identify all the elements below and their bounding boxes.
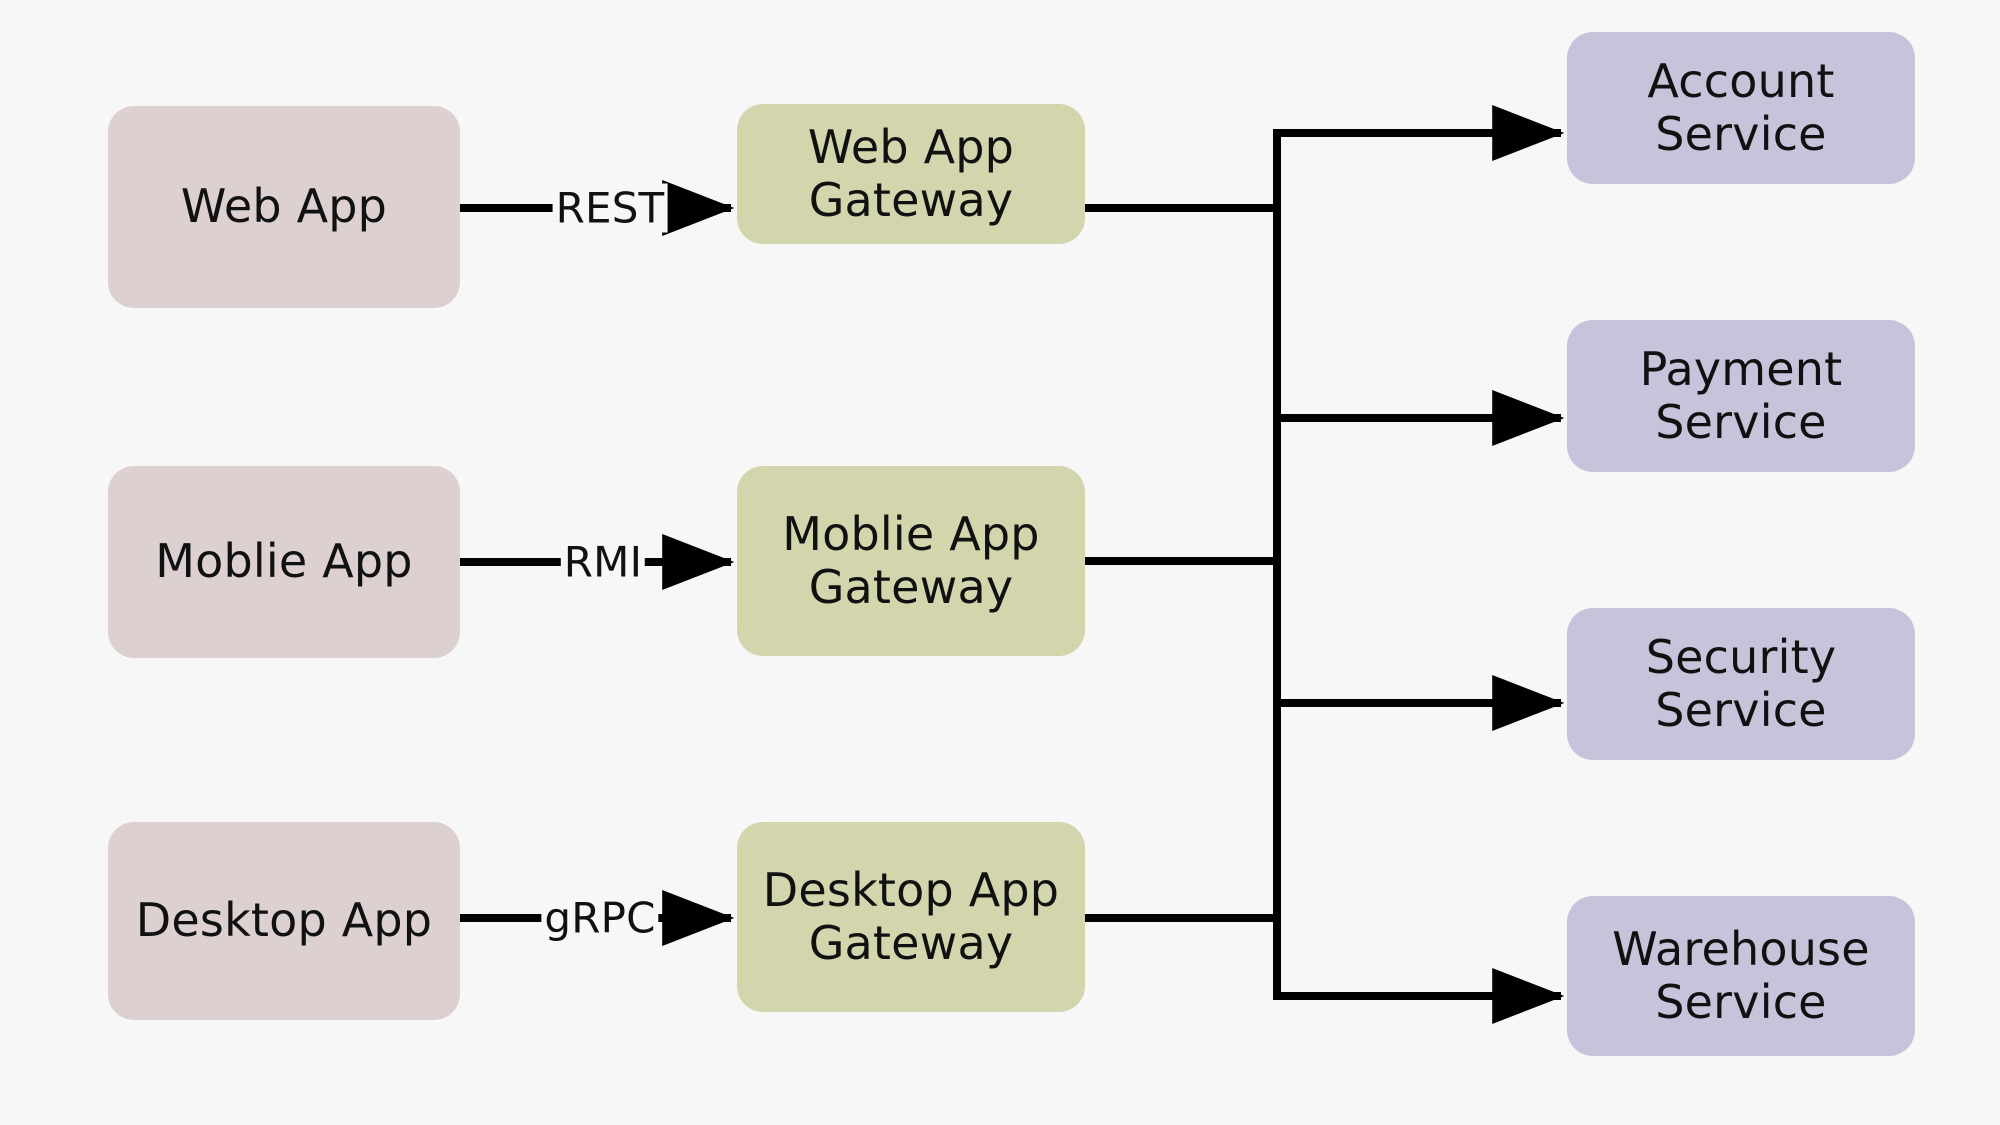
node-desktop-app[interactable]: Desktop App: [108, 822, 460, 1020]
edge-label-grpc: gRPC: [541, 893, 659, 943]
node-mobile-app-gateway[interactable]: Moblie App Gateway: [737, 466, 1085, 656]
node-warehouse-service[interactable]: Warehouse Service: [1567, 896, 1915, 1056]
edge-label-rest: REST: [552, 183, 668, 233]
node-account-service-label: Account Service: [1647, 53, 1835, 161]
node-web-app[interactable]: Web App: [108, 106, 460, 308]
node-payment-service[interactable]: Payment Service: [1567, 320, 1915, 472]
node-web-app-label: Web App: [180, 179, 388, 234]
node-desktop-app-label: Desktop App: [135, 893, 433, 948]
node-payment-service-label: Payment Service: [1639, 341, 1843, 449]
node-web-app-gateway[interactable]: Web App Gateway: [737, 104, 1085, 244]
node-mobile-app-gateway-label: Moblie App Gateway: [782, 506, 1040, 614]
node-security-service-label: Security Service: [1645, 629, 1837, 737]
node-desktop-app-gateway[interactable]: Desktop App Gateway: [737, 822, 1085, 1012]
node-desktop-app-gateway-label: Desktop App Gateway: [762, 862, 1060, 970]
node-account-service[interactable]: Account Service: [1567, 32, 1915, 184]
node-mobile-app[interactable]: Moblie App: [108, 466, 460, 658]
node-security-service[interactable]: Security Service: [1567, 608, 1915, 760]
node-warehouse-service-label: Warehouse Service: [1612, 921, 1870, 1029]
node-web-app-gateway-label: Web App Gateway: [807, 119, 1015, 227]
node-mobile-app-label: Moblie App: [155, 534, 413, 589]
edge-label-rmi: RMI: [560, 537, 646, 587]
